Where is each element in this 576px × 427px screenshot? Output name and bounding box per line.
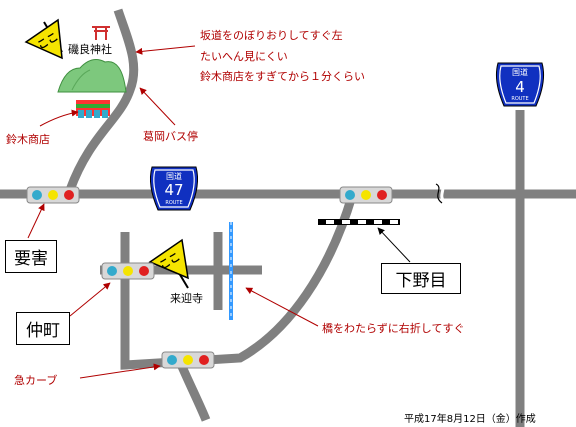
arrow-to-curve <box>79 363 161 379</box>
creation-date: 平成17年8月12日（金）作成 <box>404 414 536 425</box>
route-47-shield: 国道 47 ROUTE <box>150 166 198 211</box>
shrine-road <box>65 8 139 192</box>
curve-road <box>120 194 357 370</box>
temple-label: 来迎寺 <box>170 292 203 305</box>
route-47-header: 国道 <box>166 171 182 181</box>
traffic-signal-kaname <box>26 186 80 204</box>
kaname-intersection-label: 要害 <box>5 240 57 273</box>
route-4-number: 4 <box>515 78 525 96</box>
directions-note-1: 坂道をのぼりおりしてすぐ左 <box>200 29 343 42</box>
road-break-mark <box>435 183 443 204</box>
railway <box>318 219 400 225</box>
store-icon <box>76 100 110 118</box>
traffic-signal-east <box>339 186 393 204</box>
shrine-label: 磯良神社 <box>68 43 112 56</box>
here-sign-shrine: ここ <box>24 18 63 60</box>
traffic-signal-nakamachi <box>101 262 155 280</box>
traffic-signal-south <box>161 351 215 369</box>
nakamachi-intersection-label: 仲町 <box>16 312 70 345</box>
arrow-to-nakamachi <box>69 282 111 317</box>
shimonome-intersection-label: 下野目 <box>381 263 461 294</box>
directions-note-2: たいへん見にくい <box>200 50 288 63</box>
store-label: 鈴木商店 <box>6 133 50 146</box>
route-4-header: 国道 <box>512 67 528 77</box>
route-47-footer: ROUTE <box>165 200 182 206</box>
route-4-shield: 国道 4 ROUTE <box>496 62 544 107</box>
arrow-to-kaname <box>27 203 45 239</box>
arrow-to-store <box>39 109 79 127</box>
torii-icon <box>92 26 110 40</box>
bridge-turn-note: 橋をわたらずに右折してすぐ <box>322 322 465 335</box>
arrow-to-shimonome <box>377 227 411 263</box>
route-47-number: 47 <box>164 181 183 199</box>
bus-stop-label: 葛岡バス停 <box>143 130 198 143</box>
arrow-to-bridge <box>245 287 319 327</box>
arrow-to-shrine <box>135 45 196 55</box>
directions-note-3: 鈴木商店をすぎてから１分くらい <box>200 70 365 83</box>
hill-icon <box>57 59 127 93</box>
here-sign-temple: ここ <box>148 238 189 289</box>
arrow-to-bus-stop <box>139 87 176 126</box>
route-4-footer: ROUTE <box>511 96 528 102</box>
sharp-curve-note: 急カーブ <box>14 374 58 387</box>
south-road <box>175 360 211 422</box>
